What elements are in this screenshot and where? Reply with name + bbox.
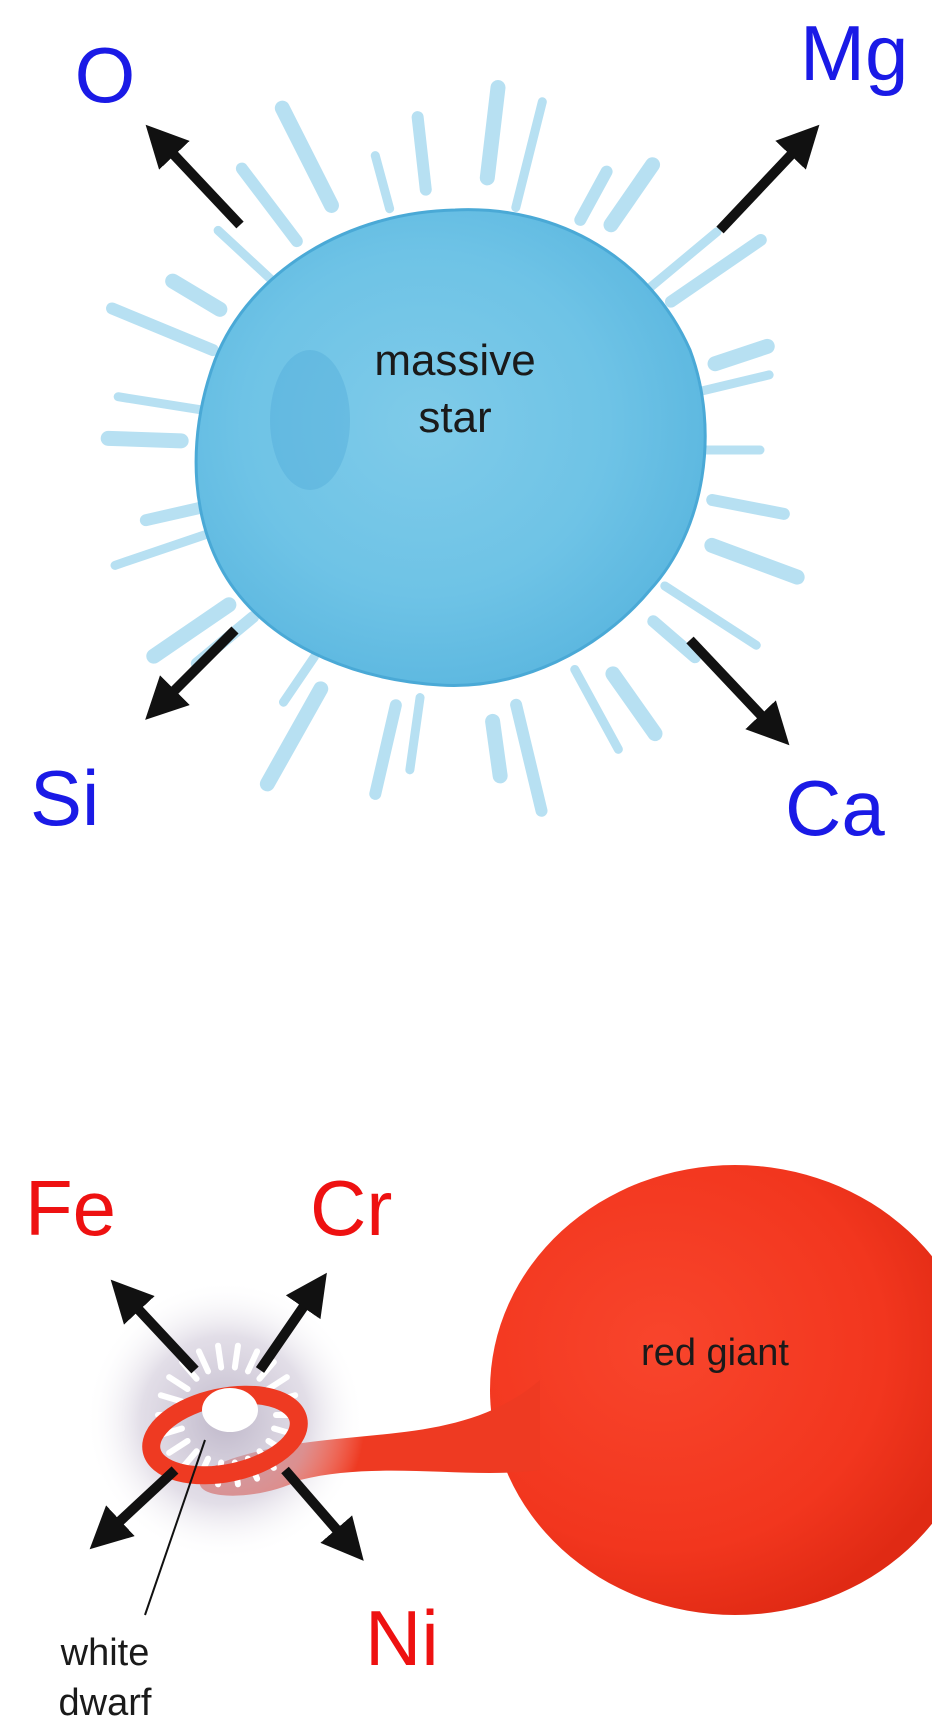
- binary-system-group: red giant white dwarf Fe Cr Ni: [25, 1164, 932, 1724]
- star-ray: [418, 117, 426, 190]
- star-ray: [218, 230, 272, 280]
- star-label-line2: star: [418, 393, 491, 442]
- star-ray: [493, 721, 501, 775]
- star-ray: [712, 500, 784, 514]
- element-fe: Fe: [25, 1164, 116, 1252]
- star-ray: [112, 308, 213, 350]
- arrow-magnesium: [720, 140, 805, 230]
- star-ray: [715, 346, 767, 363]
- massive-star: [196, 210, 705, 686]
- white-dwarf: [202, 1388, 258, 1432]
- star-ray: [108, 438, 181, 440]
- star-ray: [118, 397, 208, 411]
- star-ray: [671, 240, 761, 302]
- star-ray: [146, 508, 200, 520]
- element-ni: Ni: [365, 1594, 439, 1682]
- star-ray: [487, 88, 498, 178]
- star-label-line1: massive: [374, 336, 535, 385]
- star-ray: [242, 169, 297, 242]
- star-ray: [516, 705, 541, 811]
- star-ray: [712, 545, 797, 577]
- star-ray: [115, 530, 218, 565]
- star-ray: [580, 172, 606, 220]
- element-si: Si: [30, 754, 99, 842]
- star-ray: [613, 674, 655, 734]
- element-ca: Ca: [785, 764, 885, 852]
- element-cr: Cr: [310, 1164, 392, 1252]
- dwarf-label-line1: white: [60, 1632, 150, 1674]
- dwarf-label-line2: dwarf: [59, 1682, 152, 1724]
- dwarf-spark: [218, 1346, 221, 1368]
- element-o: O: [75, 31, 136, 119]
- massive-star-group: massive star O Mg Si Ca: [30, 9, 908, 852]
- red-giant-label: red giant: [641, 1332, 789, 1374]
- star-ray: [375, 156, 389, 209]
- star-ray: [516, 102, 543, 208]
- dwarf-spark: [235, 1346, 238, 1368]
- red-giant: [490, 1165, 932, 1615]
- star-ray: [410, 698, 420, 770]
- star-ray: [173, 281, 220, 309]
- star-ray: [267, 689, 320, 784]
- star-shading: [270, 350, 350, 490]
- star-ray: [653, 621, 695, 657]
- star-ray: [698, 375, 769, 392]
- star-ray: [375, 705, 396, 794]
- element-mg: Mg: [800, 9, 908, 97]
- star-ray: [611, 165, 653, 225]
- arrow-oxygen: [160, 140, 240, 225]
- star-ray: [282, 108, 331, 205]
- arrow-calcium: [690, 640, 775, 730]
